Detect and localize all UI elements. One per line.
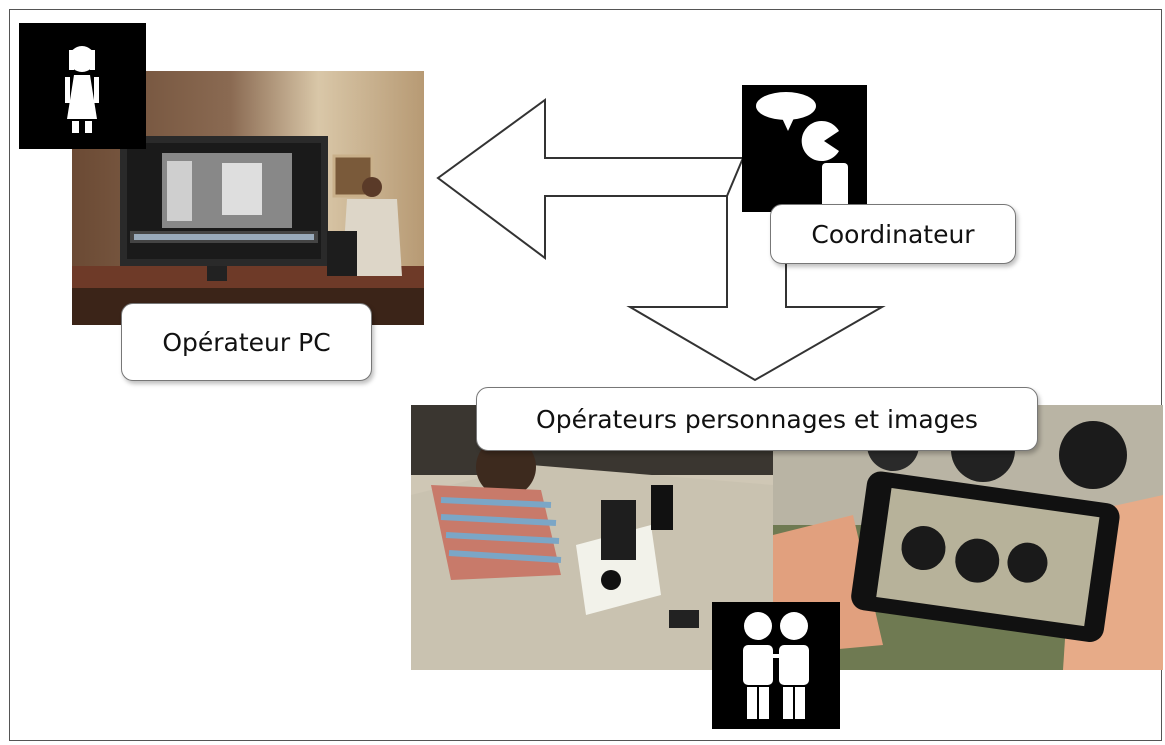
coordinator-label: Coordinateur [770, 204, 1016, 264]
coordinator-text: Coordinateur [811, 219, 975, 249]
operator-pc-text: Opérateur PC [162, 327, 331, 357]
flow-arrows [436, 98, 886, 382]
operator-pc-label: Opérateur PC [121, 303, 372, 381]
operators-text: Opérateurs personnages et images [536, 404, 978, 434]
two-people-icon [712, 602, 840, 729]
operators-label: Opérateurs personnages et images [476, 387, 1038, 451]
operators-photo-left [411, 405, 773, 670]
speaking-person-icon [742, 85, 867, 212]
girl-pictogram-icon [19, 23, 146, 149]
